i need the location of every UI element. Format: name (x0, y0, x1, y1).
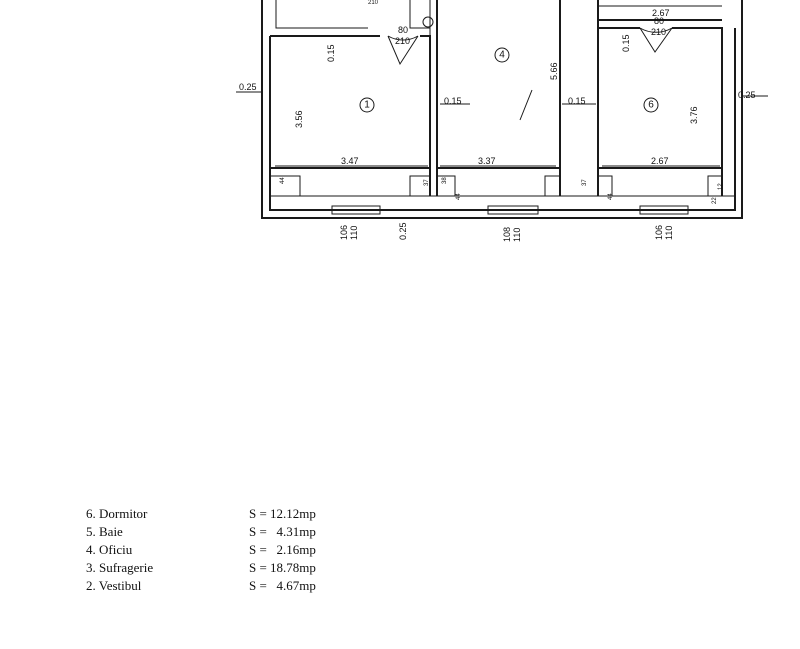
dimension-label: 3.47 (341, 156, 359, 166)
door-height-label: 210 (651, 27, 666, 37)
dimension-label: 3.76 (689, 106, 699, 124)
legend-row: 5. Baie S = 4.31mp (86, 523, 406, 541)
room-name: 4. Oficiu (86, 542, 133, 557)
room-area: S = 2.16mp (249, 542, 316, 557)
dimension-label: 3.56 (294, 110, 304, 128)
room-number: 1 (364, 100, 370, 111)
window-height-label: 110 (664, 226, 674, 240)
room-name: 5. Baie (86, 524, 123, 539)
legend-row: 2. Vestibul S = 4.67mp (86, 577, 406, 595)
window-width-label: 106 (339, 225, 349, 240)
door-width-label: 80 (398, 25, 408, 35)
dimension-label: 0.25 (239, 82, 257, 92)
dimension-label: 22 (712, 197, 718, 204)
dimension-label: 210 (368, 0, 379, 6)
bottom-ledges (270, 175, 735, 197)
dimension-label: 0.15 (568, 96, 586, 106)
dimension-label: 0.15 (621, 34, 631, 52)
room-number-circle (494, 47, 510, 63)
room-area: S = 12.12mp (249, 506, 316, 521)
window-room-6 (639, 205, 689, 215)
dimension-label: 44 (608, 193, 614, 200)
dimension-label: 37 (424, 179, 430, 186)
dimension-label: 3.37 (478, 156, 496, 166)
legend-row: 4. Oficiu S = 2.16mp (86, 541, 406, 559)
room-area: S = 18.78mp (249, 560, 316, 575)
room-name: 6. Dormitor (86, 506, 148, 521)
dimension-lines (236, 89, 768, 167)
outer-wall (261, 0, 743, 219)
room-number-circle (359, 97, 375, 113)
dimension-label: 2.67 (651, 156, 669, 166)
window-height-label: 110 (512, 228, 522, 242)
door-width-label: 80 (654, 16, 664, 26)
room-name: 2. Vestibul (86, 578, 142, 593)
dimension-label: 0.25 (738, 90, 756, 100)
room-number-circle (643, 97, 659, 113)
room-area: S = 4.31mp (249, 524, 316, 539)
room-number: 6 (648, 100, 654, 111)
column-mark (422, 16, 434, 28)
window-width-label: 106 (654, 225, 664, 240)
top-left-partition (275, 0, 431, 36)
area-legend: 6. Dormitor S = 12.12mp 5. Baie S = 4.31… (86, 505, 406, 595)
floor-plan-drawing: 1 4 6 3.47 3.37 2.67 2.67 0.25 0.25 0.15… (236, 0, 768, 242)
window-height-label: 110 (349, 226, 359, 240)
room-name: 3. Sufragerie (86, 560, 154, 575)
dimension-label: 12 (718, 183, 724, 190)
dimension-label: 5.66 (549, 62, 559, 80)
dimension-label: 44 (280, 177, 286, 184)
window-room-4 (487, 205, 539, 215)
legend-row: 3. Sufragerie S = 18.78mp (86, 559, 406, 577)
dimension-label: 0.15 (326, 44, 336, 62)
door-room-6 (639, 27, 673, 53)
dimension-label: 0.15 (444, 96, 462, 106)
dimension-label: 38 (442, 177, 448, 184)
door-room-1 (387, 35, 419, 66)
room-area: S = 4.67mp (249, 578, 316, 593)
dimension-label: 44 (456, 193, 462, 200)
dimension-label: 2.67 (652, 8, 670, 18)
room-4-walls (436, 0, 561, 196)
window-width-label: 108 (502, 227, 512, 242)
window-room-1 (331, 205, 381, 215)
room-6-walls (597, 0, 723, 196)
floor-plan: 1 4 6 3.47 3.37 2.67 2.67 0.25 0.25 0.15… (236, 0, 768, 242)
room-number: 4 (499, 50, 505, 61)
dimension-label: 0.25 (398, 222, 408, 240)
inner-perimeter (269, 28, 736, 211)
door-height-label: 210 (395, 36, 410, 46)
dimension-label: 37 (582, 179, 588, 186)
legend-row: 6. Dormitor S = 12.12mp (86, 505, 406, 523)
